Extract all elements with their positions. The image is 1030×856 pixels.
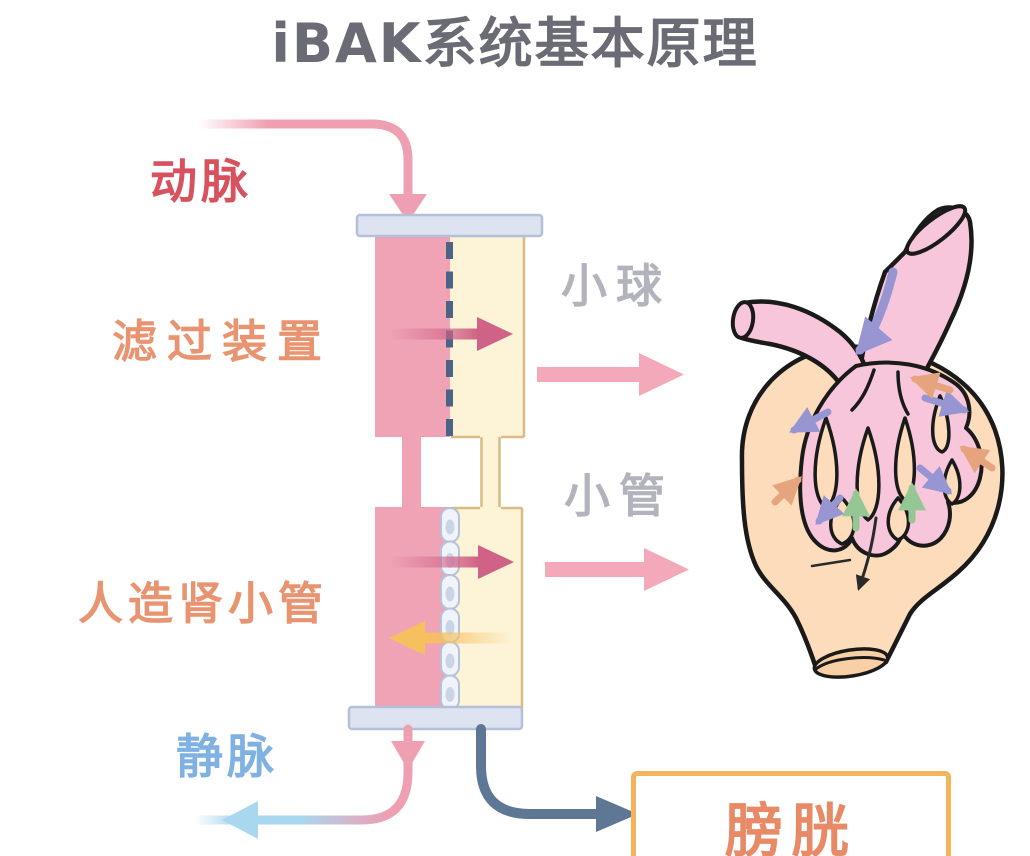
- tuft-stem-lines: [850, 368, 910, 416]
- tubule-opening: [812, 647, 890, 679]
- device-bottom-cap: [347, 705, 524, 731]
- nephron-secretion-arrows: [842, 482, 926, 532]
- artificial-renal-tubule-label: 人造肾小管: [78, 577, 329, 630]
- tuft-gaps: [813, 394, 962, 546]
- bladder-box: 膀胱: [631, 771, 951, 856]
- blood-connector-tube: [402, 437, 421, 508]
- filtrate-channel-upper-border: [451, 237, 526, 439]
- afferent-vessel-opening: [904, 204, 968, 256]
- nephron-filtrate-path-arrow: [810, 516, 878, 591]
- vein-label: 静脉: [176, 730, 278, 785]
- page-title: iBAK系统基本原理: [271, 12, 759, 75]
- bladder-label: 膀胱: [724, 797, 857, 856]
- filtrate-channel-lower-border: [451, 506, 524, 708]
- filtrate-channel-lower: [450, 507, 522, 709]
- device-top-cap: [355, 213, 544, 238]
- blood-channel-lower: [375, 507, 450, 709]
- artery-label: 动脉: [150, 155, 252, 210]
- secretion-arrow: [390, 545, 514, 579]
- tubule-label: 小管: [564, 469, 674, 523]
- reabsorption-arrow: [389, 621, 512, 655]
- vein-flow-arrow: [191, 724, 425, 839]
- efferent-vessel-opening: [730, 300, 756, 340]
- nephron-blood-flow-arrows: [789, 267, 970, 526]
- glomerulus-label: 小球: [561, 259, 671, 313]
- filtration-arrow: [392, 317, 513, 351]
- filtrate-connector-tube: [481, 437, 500, 508]
- nephron-reabsorption-arrows: [771, 372, 996, 506]
- dialyzer-device: [347, 213, 544, 731]
- nephron-illustration: [730, 204, 1005, 679]
- artery-flow-arrow: [195, 119, 427, 222]
- filtrate-connector-border: [480, 437, 501, 508]
- bladder-duct-arrow: [476, 724, 638, 832]
- glomerulus-equivalence-arrow: [537, 353, 684, 396]
- tubule-equivalence-arrow: [545, 548, 689, 591]
- filtration-device-label: 滤过装置: [112, 315, 333, 368]
